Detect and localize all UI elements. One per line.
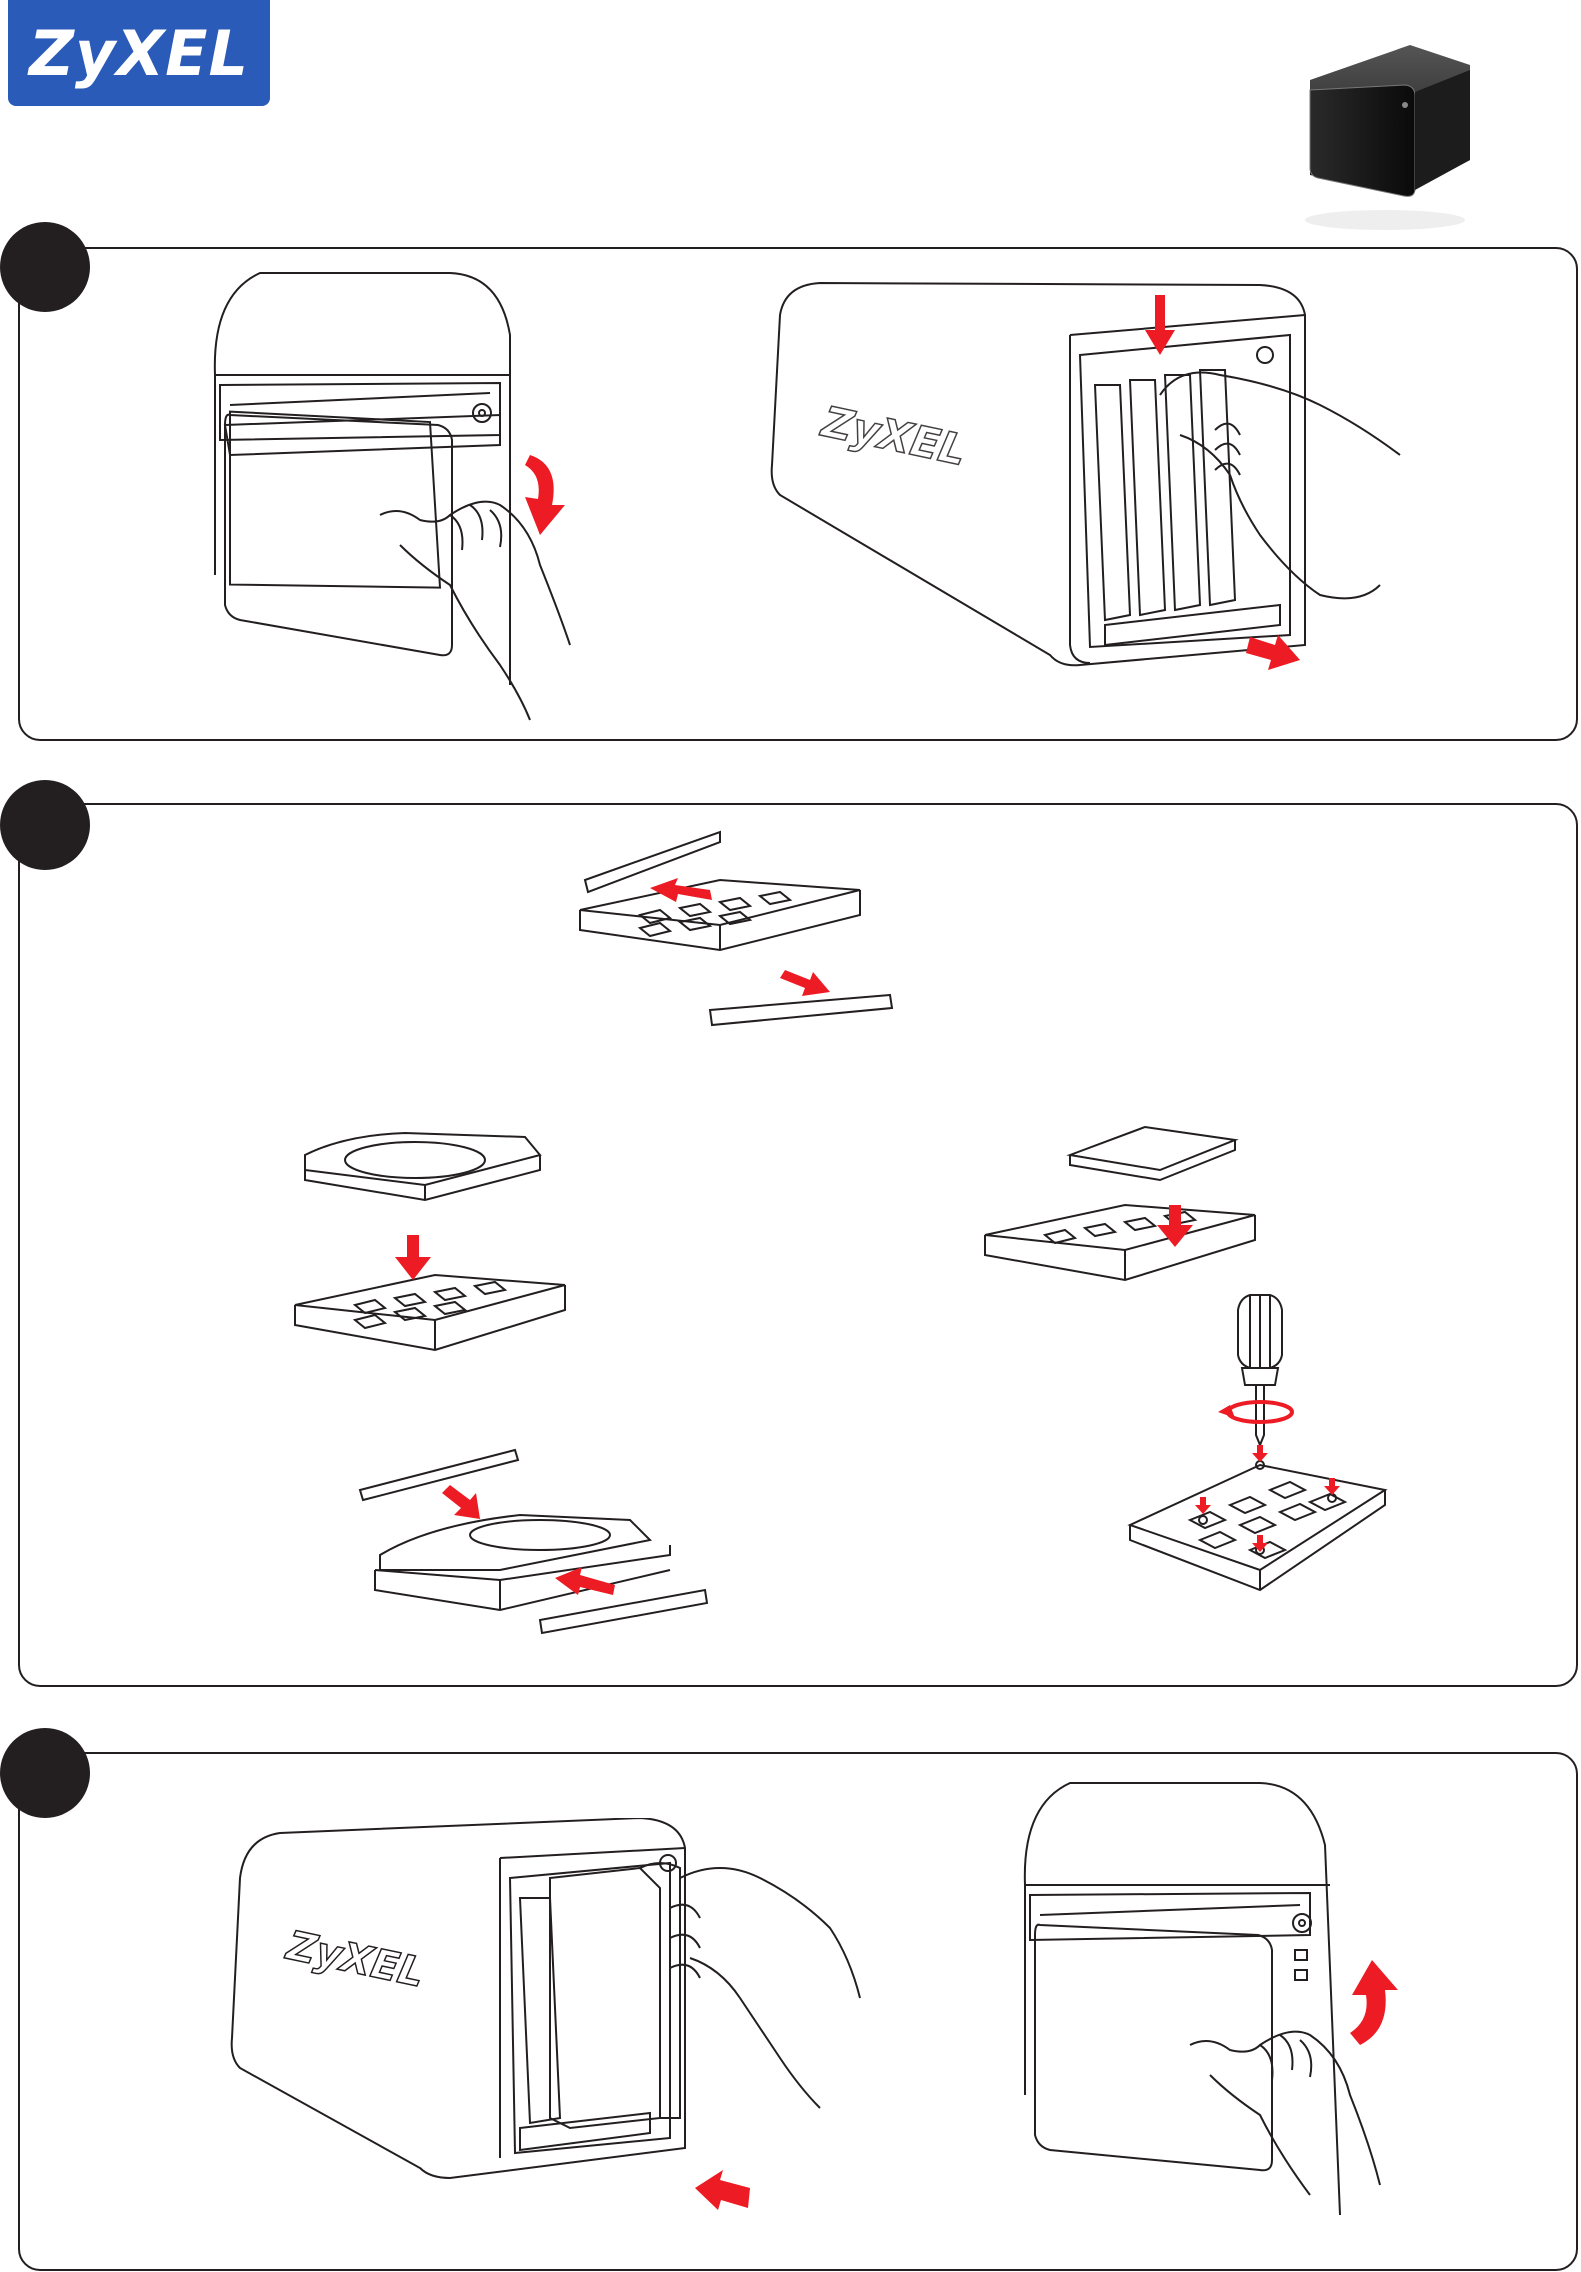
close-front-cover-illustration bbox=[1010, 1775, 1410, 2215]
close-rotate-arrow-icon bbox=[1350, 1960, 1398, 2045]
screw-arrow-icon-1 bbox=[1252, 1445, 1268, 1462]
fasten-screws-illustration bbox=[1110, 1290, 1390, 1660]
push-in-arrow-icon bbox=[695, 2170, 750, 2210]
rail-in-arrow-icon-1 bbox=[442, 1485, 480, 1519]
logo-text: ZyXEL bbox=[29, 17, 249, 90]
zyxel-logo: ZyXEL bbox=[8, 0, 270, 106]
device-front-logo-2: ZyXEL bbox=[281, 1922, 428, 1996]
screw-arrow-icon-2 bbox=[1195, 1497, 1211, 1514]
pull-tray-illustration: ZyXEL bbox=[760, 275, 1420, 695]
attach-rails-illustration bbox=[350, 1445, 720, 1660]
pull-out-arrow-icon bbox=[1246, 635, 1300, 670]
device-front-logo: ZyXEL bbox=[816, 396, 971, 475]
nas-product-photo bbox=[1290, 30, 1480, 240]
open-front-cover-illustration bbox=[200, 265, 580, 725]
step-3-badge bbox=[0, 1728, 90, 1818]
rotate-arrow-icon bbox=[525, 455, 565, 535]
hdd-down-arrow-icon bbox=[395, 1235, 431, 1280]
rail-out-arrow-icon-1 bbox=[650, 878, 712, 902]
screw-arrow-icon-4 bbox=[1252, 1535, 1268, 1552]
step-2-badge bbox=[0, 780, 90, 870]
step-1-badge bbox=[0, 222, 90, 312]
insert-35-hdd-illustration bbox=[285, 1125, 585, 1395]
insert-tray-illustration: ZyXEL bbox=[220, 1818, 880, 2238]
rail-out-arrow-icon-2 bbox=[780, 970, 830, 996]
remove-rails-illustration bbox=[570, 820, 900, 1050]
rotate-screw-icon bbox=[1228, 1402, 1292, 1422]
